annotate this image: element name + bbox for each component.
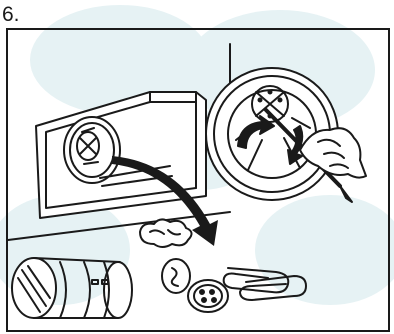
paperclip-icon: [224, 268, 306, 300]
removed-filter-icon: [12, 258, 132, 318]
magnifier-inset-icon: [206, 44, 338, 200]
filter-housing-icon: [36, 92, 206, 218]
button-icon: [188, 280, 228, 312]
coin-icon: [162, 259, 190, 293]
lint-clump-icon: [140, 219, 192, 247]
